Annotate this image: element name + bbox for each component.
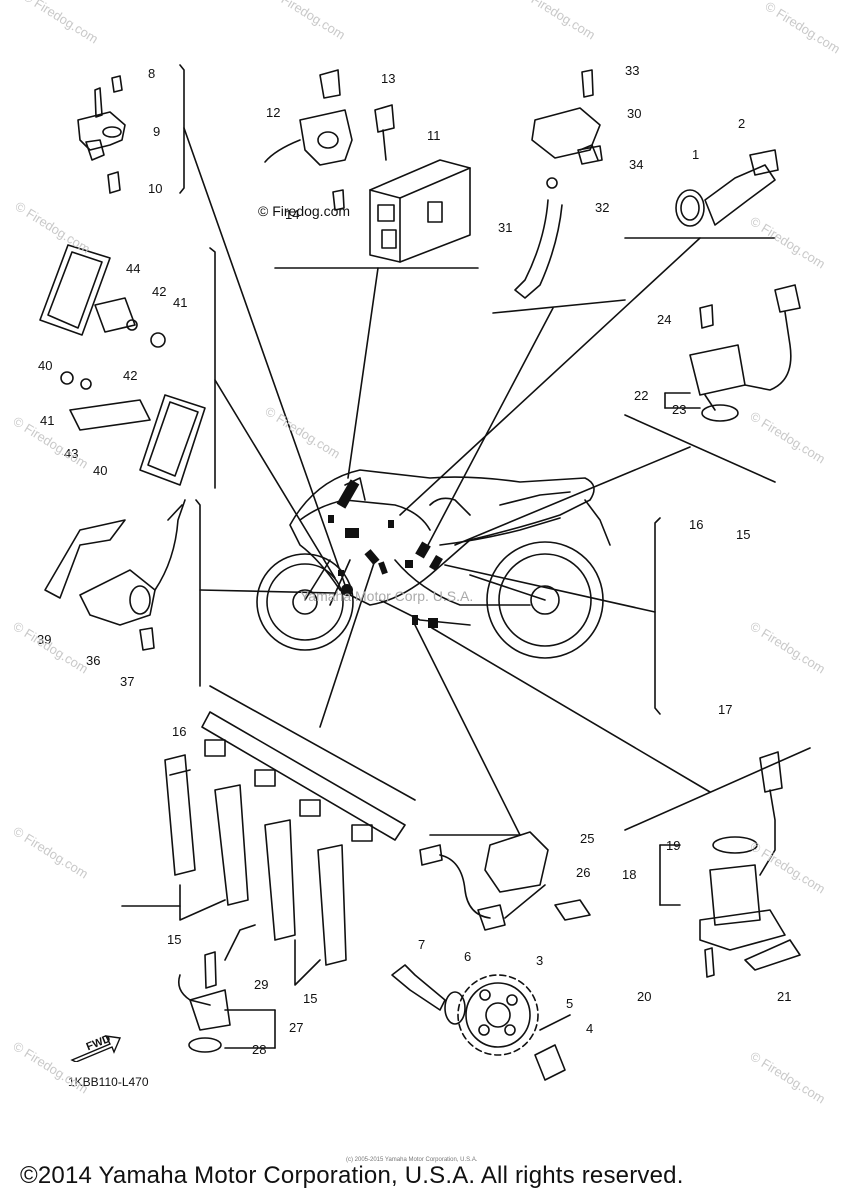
callout-7: 7	[418, 937, 426, 952]
motorcycle-illustration	[256, 469, 611, 659]
leader-32-36	[427, 307, 554, 546]
callout-16: 16	[172, 724, 187, 739]
speed-pickup-part	[77, 75, 126, 194]
bracket-crank-sensor-right	[654, 517, 661, 715]
ecu-part	[369, 159, 471, 263]
callout-15b: 15	[303, 991, 318, 1006]
gear-position-sensor-part	[699, 751, 801, 978]
callout-6: 6	[464, 949, 472, 964]
bracket-cornering-left	[209, 247, 216, 489]
callout-32: 30	[627, 106, 642, 121]
callout-23: 21	[777, 989, 792, 1004]
callout-28: 26	[576, 865, 591, 880]
callout-36: 34	[629, 157, 644, 172]
callout-1: 1	[692, 147, 700, 162]
callout-4: 4	[586, 1021, 594, 1036]
callout-14: 14	[285, 207, 300, 222]
callout-10: 10	[148, 181, 163, 196]
callout-33: 31	[498, 220, 513, 235]
leader-20-23	[431, 627, 711, 793]
callout-40a: 40	[38, 358, 53, 373]
callout-41b: 41	[40, 413, 55, 428]
lean-sensor-part	[44, 499, 186, 651]
leader-1-2	[399, 237, 701, 516]
callout-30: 28	[252, 1042, 267, 1057]
callout-40b: 40	[93, 463, 108, 478]
ignition-coil-part	[164, 711, 406, 1053]
bracket-coil-top	[209, 685, 416, 801]
map-sensor-part	[514, 69, 603, 299]
leader-8-10	[183, 127, 346, 586]
crank-pickup-part	[419, 831, 591, 931]
callout-22: 20	[637, 989, 652, 1004]
bracket-map-sensor	[492, 299, 626, 314]
callout-21: 19	[666, 838, 681, 853]
callout-15a: 15	[167, 932, 182, 947]
callout-44: 44	[126, 261, 141, 276]
callout-34: 32	[595, 200, 610, 215]
pulser-rotor-part	[391, 964, 571, 1081]
callout-24: 22	[634, 388, 649, 403]
center-watermark: Yamaha Motor Corp. U.S.A.	[300, 588, 474, 604]
bracket-tip-sensor-left	[195, 499, 201, 687]
callout-26: 24	[657, 312, 672, 327]
small-copyright-note: (c) 2005-2015 Yamaha Motor Corporation, …	[346, 1157, 478, 1163]
callout-29: 27	[289, 1020, 304, 1035]
callout-31: 29	[254, 977, 269, 992]
diagram-code: 1KBB110-L470	[68, 1075, 149, 1089]
fwd-arrow-icon	[70, 1035, 122, 1062]
callout-3: 3	[536, 953, 544, 968]
leader-17-19	[444, 564, 656, 613]
leader-40-44	[214, 379, 336, 579]
temp-sensor-part	[675, 149, 779, 227]
callout-17: 15	[736, 527, 751, 542]
main-switch-part	[264, 69, 395, 211]
callout-42a: 42	[152, 284, 167, 299]
callout-38: 36	[86, 653, 101, 668]
callout-9: 9	[153, 124, 161, 139]
callout-20: 18	[622, 867, 637, 882]
speed-sensor-part	[689, 284, 801, 422]
firedog-mark: © Firedog.com	[258, 203, 351, 219]
leader-11-14	[347, 267, 379, 479]
callout-8: 8	[148, 66, 156, 81]
callout-5: 5	[566, 996, 574, 1011]
callout-18: 16	[689, 517, 704, 532]
callout-39: 37	[120, 674, 135, 689]
callout-11: 11	[427, 128, 441, 143]
bracket-fuel-sensor-top	[624, 747, 811, 831]
callout-43: 43	[64, 446, 79, 461]
callout-13: 13	[381, 71, 396, 86]
bracket-sensor-top-left	[179, 64, 185, 194]
leader-15-16	[319, 559, 376, 728]
callout-27: 25	[580, 831, 595, 846]
callout-41a: 41	[173, 295, 188, 310]
callout-25: 23	[672, 402, 687, 417]
callout-2: 2	[738, 116, 746, 131]
leader-3-7	[414, 624, 521, 836]
callout-19: 17	[718, 702, 733, 717]
cornering-light-part	[39, 244, 206, 486]
callout-42b: 42	[123, 368, 138, 383]
copyright-footer: ©2014 Yamaha Motor Corporation, U.S.A. A…	[20, 1162, 684, 1189]
leader-24-26	[454, 446, 691, 546]
callout-37: 39	[37, 632, 52, 647]
callout-12: 12	[266, 105, 281, 120]
motorcycle-part-markers	[328, 479, 443, 628]
callout-35: 33	[625, 63, 640, 78]
bracket-speed-sensor	[624, 414, 776, 483]
